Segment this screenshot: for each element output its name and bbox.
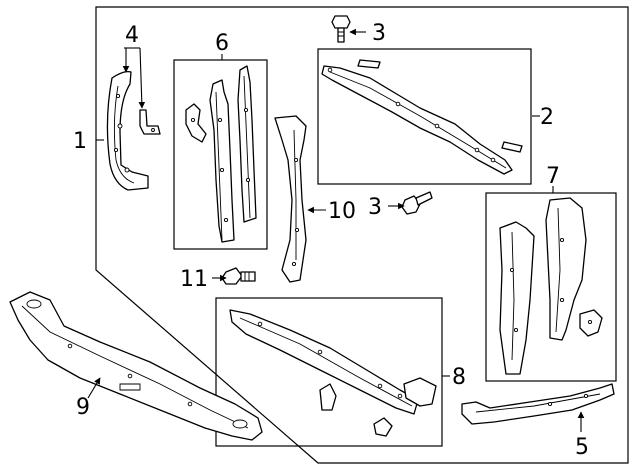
callout-8: 8 — [452, 365, 466, 390]
part-11-bolt — [221, 267, 256, 285]
part-8-lower-tie-bar — [229, 309, 419, 415]
callout-7: 7 — [546, 164, 560, 189]
part-4-clip — [139, 109, 161, 135]
part-3-bolt-upper — [331, 15, 351, 43]
part-7-panel-left — [499, 221, 535, 375]
part-6-pillar-right — [237, 65, 257, 223]
callout-6: 6 — [215, 31, 229, 56]
part-7-panel-right — [545, 197, 587, 341]
group-box-6 — [173, 59, 268, 250]
callout-9: 9 — [76, 395, 90, 420]
part-2-upper-tie-bar — [321, 59, 523, 175]
part-9-lower-member — [9, 291, 263, 441]
group-box-8 — [215, 297, 443, 447]
callout-11: 11 — [180, 267, 208, 292]
part-6-bracket — [185, 103, 207, 143]
leader-lines — [87, 28, 585, 432]
part-8-bracket-upper — [403, 377, 437, 407]
callout-4: 4 — [125, 23, 139, 48]
part-10-center-support — [274, 115, 307, 283]
group-box-7 — [485, 192, 617, 382]
part-8-bracket-lower — [373, 417, 393, 437]
part-8-bracket-middle — [319, 383, 337, 411]
assembly-outline — [95, 6, 629, 464]
callout-10: 10 — [328, 199, 356, 224]
group-box-2 — [317, 48, 532, 185]
callout-3-upper: 3 — [372, 21, 386, 46]
callout-2: 2 — [540, 105, 554, 130]
part-4-side-bracket — [106, 70, 149, 191]
part-5-lower-rail — [461, 383, 615, 425]
callout-3-middle: 3 — [368, 195, 382, 220]
callout-1: 1 — [73, 129, 87, 154]
part-7-bracket — [579, 309, 603, 337]
callout-5: 5 — [575, 435, 589, 460]
part-6-pillar-left — [209, 79, 235, 243]
part-3-bolt-middle — [401, 191, 433, 215]
